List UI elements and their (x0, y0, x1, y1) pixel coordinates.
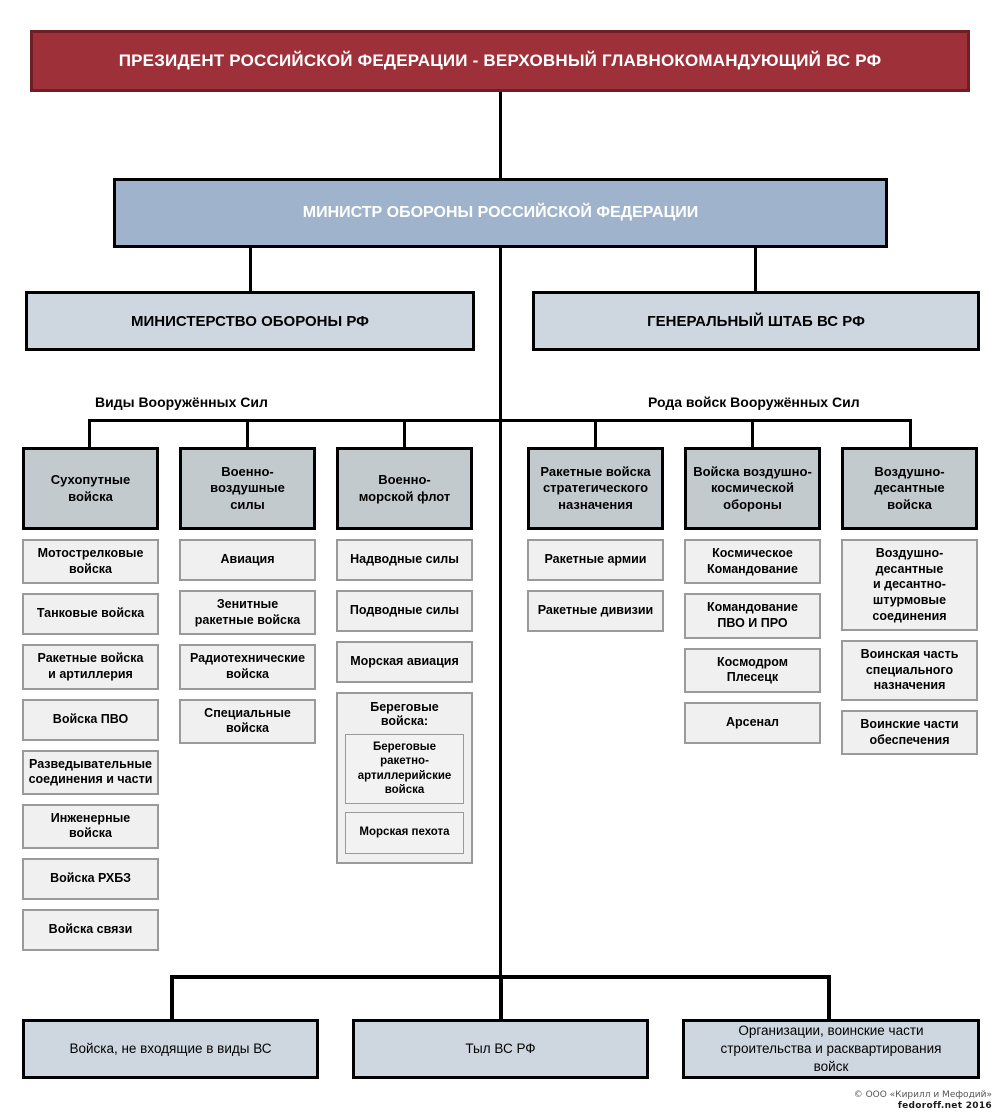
sub-item: Береговые ракетно- артиллерийские войска (345, 734, 464, 804)
coastal-troops-title: Береговые войска: (370, 700, 439, 728)
sub-item: Воздушно- десантные и десантно- штурмовы… (841, 539, 978, 632)
connector-central-spine (499, 248, 502, 975)
bottom-box-troops-outside-services: Войска, не входящие в виды ВС (22, 1019, 319, 1079)
bottom-box-rear-services: Тыл ВС РФ (352, 1019, 649, 1079)
sub-item: Войска ПВО (22, 698, 159, 741)
sub-item: Войска связи (22, 909, 159, 951)
sub-item: Космодром Плесецк (684, 647, 821, 693)
sub-item: Ракетные дивизии (527, 590, 664, 632)
sub-item: Надводные силы (336, 539, 473, 581)
bottom-box-construction-organizations: Организации, воинские части строительств… (682, 1019, 980, 1079)
general-staff-box: ГЕНЕРАЛЬНЫЙ ШТАБ ВС РФ (532, 291, 980, 351)
president-banner: ПРЕЗИДЕНТ РОССИЙСКОЙ ФЕДЕРАЦИИ - ВЕРХОВН… (30, 30, 970, 92)
watermark-line-1: © ООО «Кирилл и Мефодий» (853, 1090, 992, 1101)
branch-column-navy: Военно- морской флот Надводные силы Подв… (336, 447, 473, 864)
sub-item: Специальные войска (179, 698, 316, 744)
heading-services: Виды Вооружённых Сил (95, 394, 268, 410)
sub-item: Морская пехота (345, 811, 464, 854)
watermark-line-2: fedoroff.net 2016 (897, 1100, 992, 1111)
connector-minister-genstaff (754, 248, 757, 291)
connector-drop-2 (403, 419, 406, 447)
sub-item: Морская авиация (336, 641, 473, 683)
sub-item: Мотострелковые войска (22, 539, 159, 585)
connector-branch-bus (88, 419, 912, 422)
branch-title: Военно- воздушные силы (179, 447, 316, 530)
sub-item: Танковые войска (22, 593, 159, 636)
sub-item: Радиотехнические войска (179, 644, 316, 690)
connector-drop-5 (909, 419, 912, 447)
sub-item: Войска РХБЗ (22, 858, 159, 900)
watermark: © ООО «Кирилл и Мефодий» fedoroff.net 20… (854, 1090, 992, 1111)
sub-item: Ракетные армии (527, 539, 664, 581)
connector-drop-1 (246, 419, 249, 447)
branch-title: Войска воздушно- космической обороны (684, 447, 821, 530)
sub-item: Инженерные войска (22, 803, 159, 849)
sub-item: Зенитные ракетные войска (179, 590, 316, 636)
branch-column-air-force: Военно- воздушные силы Авиация Зенитные … (179, 447, 316, 744)
ministry-of-defence-box: МИНИСТЕРСТВО ОБОРОНЫ РФ (25, 291, 475, 351)
connector-president-minister (499, 92, 502, 178)
coastal-troops-group: Береговые войска: Береговые ракетно- арт… (336, 692, 473, 864)
sub-item: Ракетные войска и артиллерия (22, 644, 159, 690)
sub-item: Арсенал (684, 701, 821, 744)
branch-title: Ракетные войска стратегического назначен… (527, 447, 664, 530)
connector-bottom-drop-2 (827, 975, 831, 1019)
sub-item: Командование ПВО И ПРО (684, 593, 821, 639)
connector-bottom-drop-1 (499, 975, 503, 1019)
heading-arms: Рода войск Вооружённых Сил (648, 394, 860, 410)
sub-item: Подводные силы (336, 590, 473, 632)
branch-column-strategic-missile-forces: Ракетные войска стратегического назначен… (527, 447, 664, 632)
sub-item: Воинская часть специального назначения (841, 640, 978, 701)
connector-drop-4 (751, 419, 754, 447)
connector-drop-3 (594, 419, 597, 447)
minister-box: МИНИСТР ОБОРОНЫ РОССИЙСКОЙ ФЕДЕРАЦИИ (113, 178, 888, 248)
connector-bottom-drop-0 (170, 975, 174, 1019)
branch-column-ground-forces: Сухопутные войска Мотострелковые войска … (22, 447, 159, 951)
branch-title: Воздушно- десантные войска (841, 447, 978, 530)
sub-item: Разведывательные соединения и части (22, 749, 159, 795)
connector-drop-0 (88, 419, 91, 447)
sub-item: Космическое Командование (684, 539, 821, 585)
branch-column-aerospace-defence: Войска воздушно- космической обороны Кос… (684, 447, 821, 744)
branch-column-airborne-troops: Воздушно- десантные войска Воздушно- дес… (841, 447, 978, 756)
branch-title: Военно- морской флот (336, 447, 473, 530)
branch-title: Сухопутные войска (22, 447, 159, 530)
sub-item: Воинские части обеспечения (841, 710, 978, 756)
sub-item: Авиация (179, 539, 316, 581)
connector-minister-ministry (249, 248, 252, 291)
